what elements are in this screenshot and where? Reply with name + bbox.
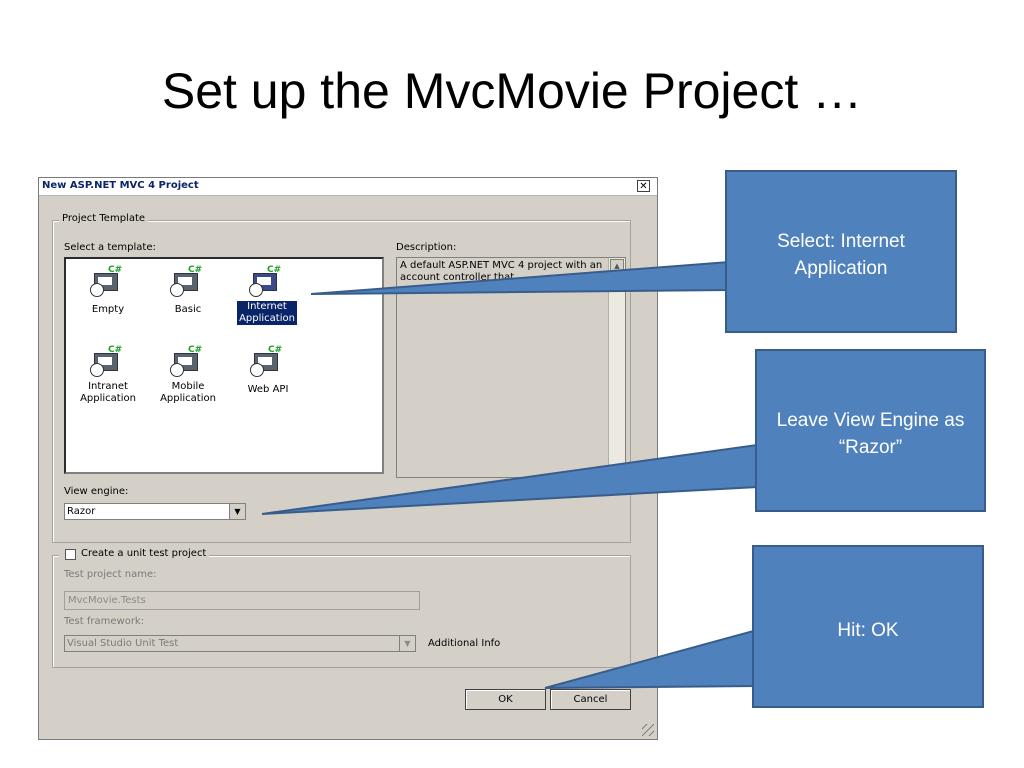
callout-text: Hit: OK — [837, 620, 899, 641]
callout-text: Leave View Engine as “Razor” — [776, 410, 965, 458]
template-web-api[interactable]: C# Web API — [226, 345, 310, 396]
dialog-title: New ASP.NET MVC 4 Project — [42, 180, 199, 191]
test-project-name-label: Test project name: — [64, 569, 157, 580]
web-project-icon: C# — [249, 265, 285, 297]
unit-test-group: Create a unit test project — [52, 548, 631, 668]
project-template-group: Project Template — [52, 213, 631, 543]
unit-test-checkbox[interactable] — [65, 549, 76, 560]
template-label: Intranet Application — [80, 381, 136, 404]
template-label: Mobile Application — [160, 381, 216, 404]
template-empty[interactable]: C# Empty — [66, 265, 150, 316]
template-label: Web API — [247, 384, 289, 395]
web-project-icon: C# — [170, 265, 206, 297]
new-project-dialog: New ASP.NET MVC 4 Project ✕ Project Temp… — [38, 177, 658, 740]
ok-button[interactable]: OK — [465, 689, 546, 710]
template-label: Empty — [91, 304, 125, 315]
template-list[interactable]: C# Empty C# Basic C# Internet Applicatio… — [64, 257, 384, 474]
callout-hit-ok: Hit: OK — [752, 545, 984, 708]
resize-grip-icon[interactable] — [642, 724, 654, 736]
callout-text: Select: Internet Application — [777, 231, 905, 279]
view-engine-label: View engine: — [64, 486, 129, 497]
additional-info-link[interactable]: Additional Info — [428, 638, 501, 649]
web-project-icon: C# — [90, 265, 126, 297]
template-label: Internet Application — [237, 301, 297, 325]
test-framework-label: Test framework: — [64, 616, 145, 627]
cancel-button[interactable]: Cancel — [550, 689, 631, 710]
web-project-icon: C# — [90, 345, 126, 377]
scroll-up-icon[interactable]: ▲ — [610, 259, 624, 273]
template-basic[interactable]: C# Basic — [146, 265, 230, 316]
view-engine-select[interactable]: Razor ▼ — [64, 503, 246, 520]
description-box: A default ASP.NET MVC 4 project with an … — [396, 257, 626, 478]
description-label: Description: — [396, 242, 457, 253]
test-framework-select[interactable]: Visual Studio Unit Test ▼ — [64, 635, 416, 652]
web-project-icon: C# — [170, 345, 206, 377]
unit-test-legend: Create a unit test project — [59, 548, 210, 559]
test-framework-value: Visual Studio Unit Test — [67, 638, 179, 649]
callout-view-engine: Leave View Engine as “Razor” — [755, 349, 986, 512]
chevron-down-icon[interactable]: ▼ — [229, 504, 245, 519]
test-project-name-input[interactable]: MvcMovie.Tests — [64, 591, 420, 610]
web-project-icon: C# — [250, 345, 286, 377]
description-scrollbar[interactable]: ▲ — [608, 258, 625, 477]
slide-title: Set up the MvcMovie Project … — [161, 63, 863, 119]
close-icon[interactable]: ✕ — [637, 180, 650, 192]
template-label: Basic — [174, 304, 202, 315]
template-internet-application[interactable]: C# Internet Application — [224, 265, 310, 325]
template-mobile-application[interactable]: C# Mobile Application — [146, 345, 230, 405]
description-text: A default ASP.NET MVC 4 project with an … — [400, 260, 603, 283]
project-template-legend: Project Template — [59, 213, 149, 224]
unit-test-checkbox-label: Create a unit test project — [81, 548, 207, 559]
callout-select-internet: Select: Internet Application — [725, 170, 957, 333]
view-engine-value: Razor — [67, 506, 96, 517]
select-template-label: Select a template: — [64, 242, 156, 253]
dialog-titlebar[interactable]: New ASP.NET MVC 4 Project ✕ — [39, 178, 657, 196]
template-intranet-application[interactable]: C# Intranet Application — [66, 345, 150, 405]
chevron-down-icon[interactable]: ▼ — [399, 636, 415, 651]
